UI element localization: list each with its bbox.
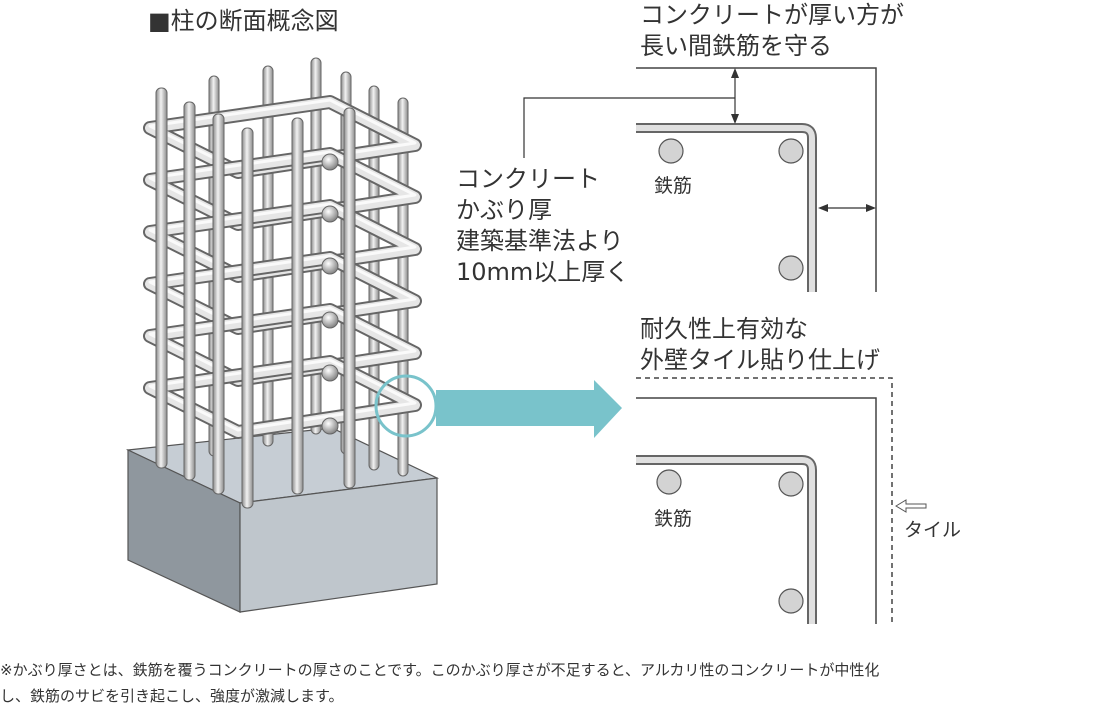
diagram-title: ■柱の断面概念図 (148, 7, 339, 35)
thick-concrete-label-line1: コンクリートが厚い方が (640, 1, 904, 29)
big-arrow (436, 380, 622, 438)
rebar-joints (321, 153, 339, 435)
tile-label: タイル (904, 519, 962, 541)
concrete-base (125, 427, 440, 613)
lower-section (636, 377, 927, 624)
rebar-label-upper: 鉄筋 (654, 175, 693, 197)
rebar-cage-front (155, 87, 356, 509)
cover-label-line1: コンクリート (456, 165, 600, 193)
upper-section (523, 67, 877, 292)
finish-label-line2: 外壁タイル貼り仕上げ (640, 346, 880, 374)
rebar-label-lower: 鉄筋 (654, 508, 693, 530)
thick-concrete-label-line2: 長い間鉄筋を守る (640, 32, 832, 60)
finish-label-line1: 耐久性上有効な (640, 315, 808, 343)
cover-label-line2: かぶり厚 (456, 196, 552, 224)
rebar-hoops (143, 95, 422, 432)
footnote-line1: ※かぶり厚さとは、鉄筋を覆うコンクリートの厚さのことです。このかぶり厚さが不足す… (0, 661, 880, 679)
cover-label-line4: 10mm以上厚く (456, 258, 630, 286)
cover-label-line3: 建築基準法より (456, 227, 624, 255)
footnote-line2: し、鉄筋のサビを引き起こし、強度が激減します。 (0, 687, 344, 705)
